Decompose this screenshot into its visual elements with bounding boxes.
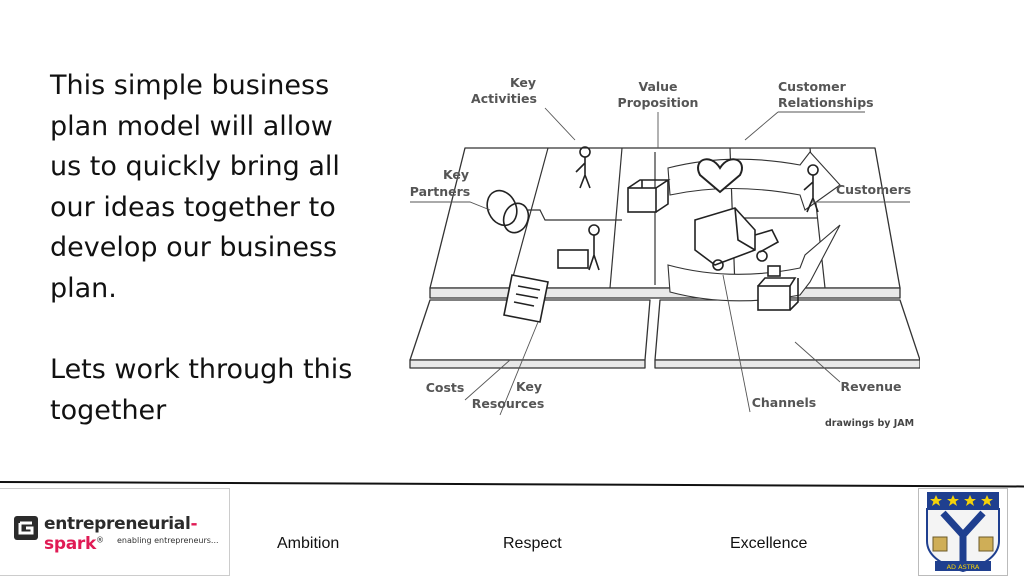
value-excellence: Excellence [730, 535, 808, 552]
brand-tagline: enabling entrepreneurs... [117, 536, 219, 545]
label-value-proposition-2: Proposition [618, 95, 699, 110]
document-icon [503, 274, 549, 323]
label-customer-relationships-2: Relationships [778, 95, 874, 110]
label-customers: Customers [836, 182, 911, 197]
resource-cart-icon [557, 249, 589, 269]
drawings-credit: drawings by JAM [825, 418, 914, 429]
label-customer-relationships-1: Customer [778, 79, 847, 94]
call-to-action-paragraph: Lets work through this together [50, 354, 353, 426]
label-value-proposition-1: Value [638, 79, 677, 94]
label-key-partners-2: Partners [410, 184, 470, 199]
footer-divider [0, 481, 1024, 488]
canvas-labels: Key Activities Value Proposition Custome… [410, 75, 914, 429]
canvas-top-board-edge [429, 287, 901, 299]
label-key-resources-2: Resources [472, 396, 545, 411]
rings-icon [486, 189, 518, 227]
entrepreneurial-spark-logo: entrepreneurial-spark® enabling entrepre… [0, 488, 230, 576]
canvas-top-board [429, 147, 901, 289]
label-revenue: Revenue [840, 379, 901, 394]
label-costs: Costs [426, 380, 465, 395]
value-ambition: Ambition [277, 535, 340, 552]
crest-stars-icon [930, 495, 993, 506]
school-crest: AD ASTRA [918, 488, 1008, 576]
brand-name-part2: -spark [44, 514, 198, 554]
canvas-pictograms [486, 146, 819, 323]
brand-name: entrepreneurial-spark® [44, 514, 229, 554]
gift-box-icon [627, 187, 657, 213]
heart-icon [697, 158, 743, 194]
revenue-board [654, 299, 920, 361]
label-key-activities-2: Activities [471, 91, 537, 106]
registered-mark: ® [95, 535, 104, 545]
cash-register-icon [757, 285, 791, 311]
brand-name-part1: entrepreneurial [44, 514, 191, 534]
crest-emblem-icon: AD ASTRA [926, 492, 1000, 573]
intro-paragraph: This simple business plan model will all… [50, 70, 340, 304]
costs-board-edge [409, 359, 646, 369]
revenue-board-edge [654, 359, 920, 369]
label-key-resources-1: Key [516, 379, 542, 394]
crest-motto: AD ASTRA [947, 563, 980, 571]
label-key-activities-1: Key [510, 75, 536, 90]
value-respect: Respect [503, 535, 562, 552]
label-channels: Channels [752, 395, 817, 410]
label-key-partners-1: Key [443, 167, 469, 182]
slide-body-text: This simple business plan model will all… [50, 66, 370, 431]
label-leader-lines [410, 107, 910, 416]
business-model-canvas-illustration: Key Activities Value Proposition Custome… [409, 75, 920, 429]
spark-logo-mark-icon [14, 516, 38, 540]
